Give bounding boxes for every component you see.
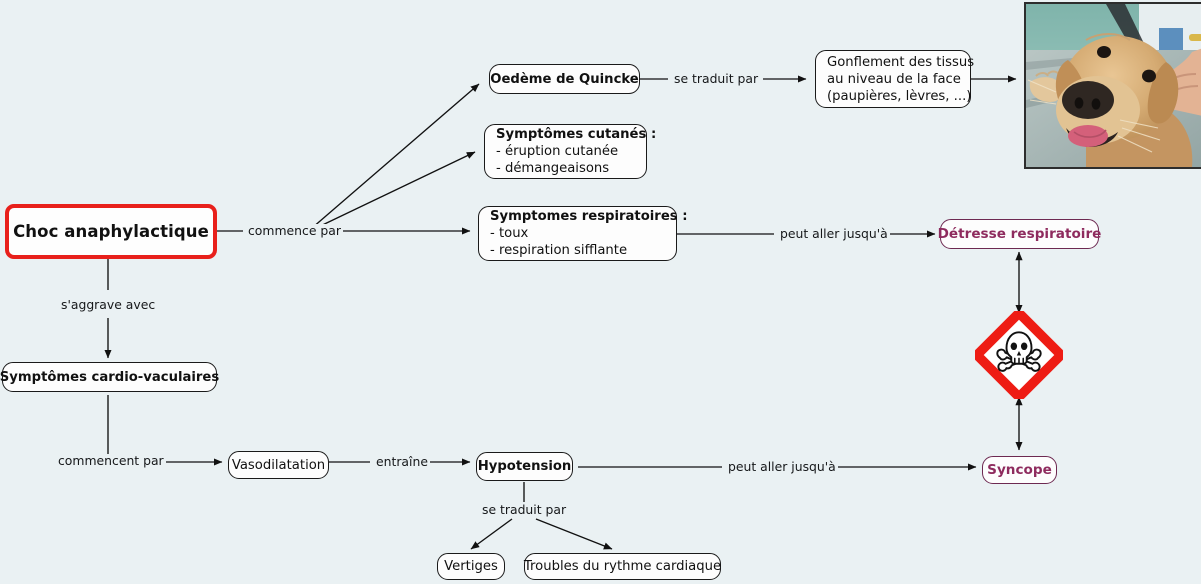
- edge-label-entraine: entraîne: [374, 454, 430, 469]
- node-hypotension[interactable]: Hypotension: [476, 452, 573, 481]
- edge-label-se-traduit-par-2: se traduit par: [480, 502, 569, 517]
- node-syncope[interactable]: Syncope: [982, 456, 1057, 484]
- node-vasodilatation-label: Vasodilatation: [231, 457, 326, 473]
- edge-commence-par-cutanes: [311, 151, 476, 231]
- node-troubles-label: Troubles du rythme cardiaque: [523, 559, 722, 574]
- node-cardio-label: Symptômes cardio-vaculaires: [0, 369, 220, 385]
- node-cutanes-item-2: - démangeaisons: [496, 161, 610, 176]
- node-symptomes-cutanes[interactable]: Symptômes cutanés : - éruption cutanée -…: [484, 124, 657, 179]
- node-root-label: Choc anaphylactique: [13, 222, 209, 241]
- node-cutanes-title: Symptômes cutanés :: [496, 127, 657, 142]
- edge-label-se-traduit-par: se traduit par: [672, 71, 761, 86]
- node-cutanes-item-1: - éruption cutanée: [496, 144, 619, 159]
- node-choc-anaphylactique[interactable]: Choc anaphylactique: [5, 204, 217, 259]
- node-oedeme-label: Oedème de Quincke: [490, 71, 639, 87]
- node-gonflement-des-tissus[interactable]: Gonflement des tissus au niveau de la fa…: [815, 50, 975, 108]
- node-hypotension-label: Hypotension: [477, 459, 572, 474]
- node-troubles-rythme-cardiaque[interactable]: Troubles du rythme cardiaque: [524, 553, 721, 580]
- node-symptomes-cardio-vaculaires[interactable]: Symptômes cardio-vaculaires: [0, 362, 219, 392]
- edge-label-commence-par: commence par: [246, 223, 343, 238]
- toxic-hazard-icon: [973, 309, 1065, 401]
- node-gonflement-line-2: au niveau de la face: [827, 71, 961, 87]
- node-gonflement-line-3: (paupières, lèvres, ...): [827, 88, 972, 104]
- dog-swollen-face-photo: [1024, 2, 1201, 169]
- edge-label-commencent-par: commencent par: [56, 453, 166, 468]
- node-vertiges[interactable]: Vertiges: [437, 553, 505, 580]
- edge-label-peut-aller-jusqua-2: peut aller jusqu'à: [726, 459, 838, 474]
- node-gonflement-line-1: Gonflement des tissus: [827, 54, 975, 70]
- edge-se-traduit-vertiges: [470, 518, 513, 550]
- edge-label-saggrave-avec: s'aggrave avec: [59, 297, 158, 312]
- node-respiratoires-title: Symptomes respiratoires :: [490, 209, 688, 224]
- edge-se-traduit-troubles: [535, 518, 613, 550]
- node-detresse-respiratoire[interactable]: Détresse respiratoire: [938, 219, 1101, 249]
- node-respiratoires-item-2: - respiration sifflante: [490, 243, 628, 258]
- edge-commence-par-oedeme: [311, 83, 480, 229]
- node-symptomes-respiratoires[interactable]: Symptomes respiratoires : - toux - respi…: [478, 206, 688, 261]
- node-detresse-label: Détresse respiratoire: [937, 225, 1102, 242]
- node-oedeme-de-quincke[interactable]: Oedème de Quincke: [489, 64, 640, 94]
- node-vasodilatation[interactable]: Vasodilatation: [228, 451, 329, 479]
- node-respiratoires-item-1: - toux: [490, 226, 529, 241]
- node-syncope-label: Syncope: [987, 461, 1052, 478]
- edge-label-peut-aller-jusqua: peut aller jusqu'à: [778, 226, 890, 241]
- node-vertiges-label: Vertiges: [444, 559, 498, 574]
